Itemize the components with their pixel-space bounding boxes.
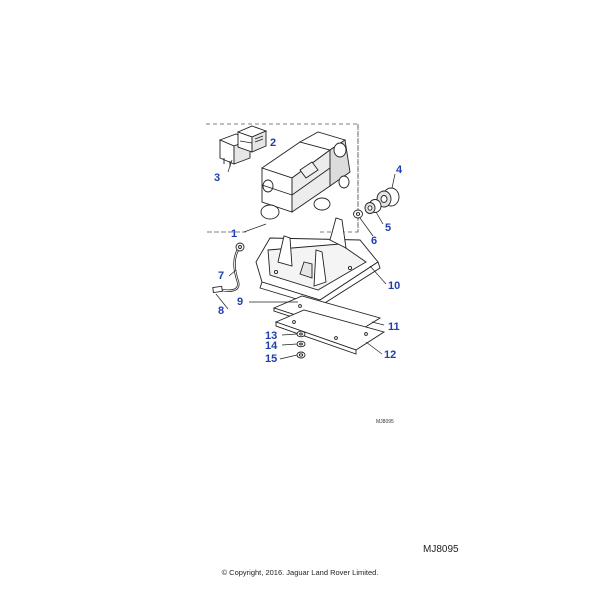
callout-6: 6 <box>371 235 377 247</box>
base-plate <box>276 310 384 354</box>
relay-right <box>238 126 266 152</box>
callout-13: 13 <box>265 330 277 342</box>
copyright-notice: © Copyright, 2016. Jaguar Land Rover Lim… <box>221 568 379 577</box>
callout-2: 2 <box>270 137 276 149</box>
callout-4: 4 <box>396 164 403 176</box>
callout-1: 1 <box>231 228 237 240</box>
figure-id: MJ8095 <box>423 544 459 555</box>
callout-15: 15 <box>265 353 277 365</box>
callout-14: 14 <box>265 340 278 352</box>
callouts: 1 2 3 4 5 6 7 8 9 10 11 12 13 14 15 <box>214 137 403 365</box>
earth-lead <box>213 243 244 293</box>
washer-14 <box>297 341 305 347</box>
figure-id-small: MJ8095 <box>376 419 394 425</box>
callout-3: 3 <box>214 172 220 184</box>
mounting-bracket <box>256 218 380 306</box>
washer-6 <box>354 210 363 218</box>
callout-10: 10 <box>388 280 400 292</box>
callout-5: 5 <box>385 222 391 234</box>
washer-13 <box>297 331 305 337</box>
callout-12: 12 <box>384 349 396 361</box>
nut-15 <box>297 352 305 358</box>
bush <box>365 200 381 214</box>
callout-8: 8 <box>218 305 224 317</box>
abs-modulator <box>261 132 350 219</box>
callout-7: 7 <box>218 270 224 282</box>
callout-11: 11 <box>388 321 400 333</box>
leader-lines <box>215 140 396 360</box>
callout-9: 9 <box>237 296 243 308</box>
